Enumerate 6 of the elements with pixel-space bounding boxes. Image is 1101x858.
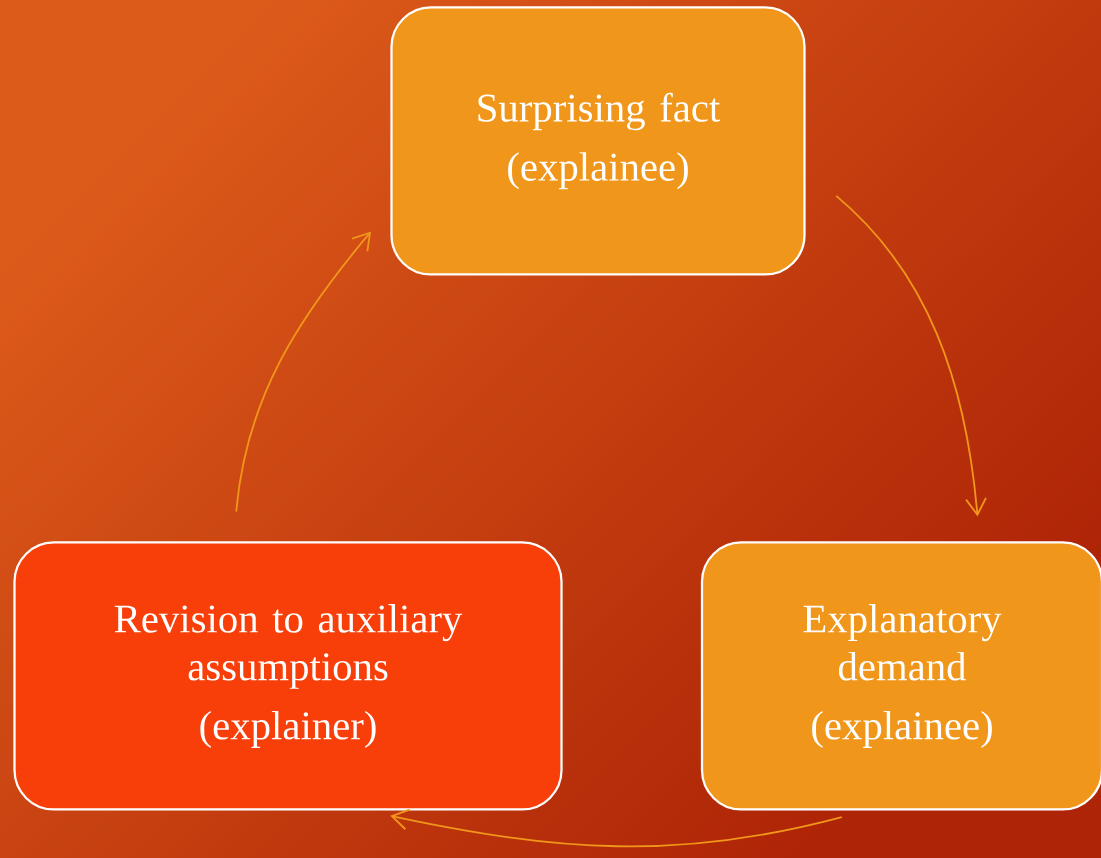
process-box: Explanatory demand (explainee) — [700, 541, 1101, 811]
process-box: Surprising fact (explainee) — [390, 6, 806, 276]
curved-arrow — [390, 808, 843, 848]
curved-arrow — [235, 231, 372, 513]
curved-arrow — [835, 194, 987, 517]
process-box: Revision to auxiliary assumptions (explainer) — [13, 541, 563, 811]
